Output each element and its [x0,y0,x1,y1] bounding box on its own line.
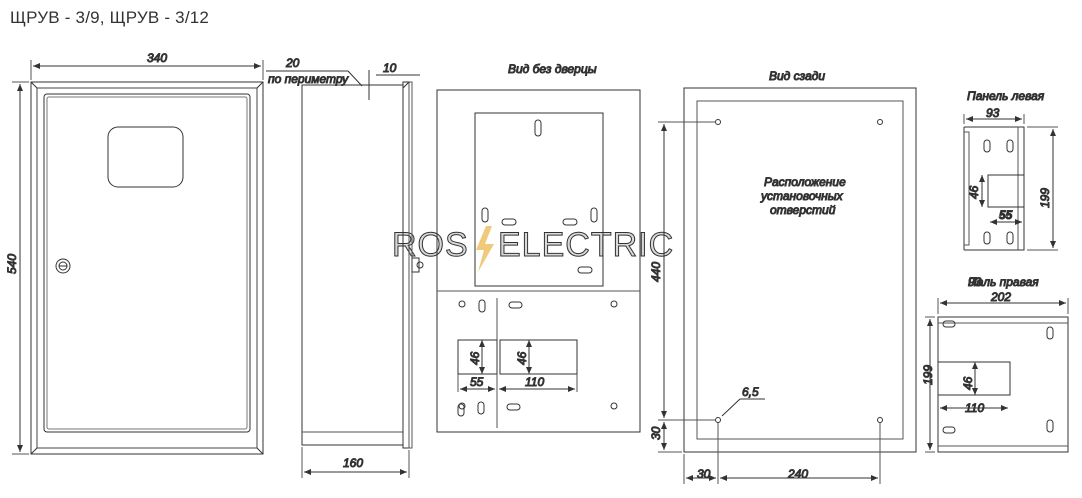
left-panel-width-label: 93 [986,106,1000,120]
back-note-line2: установочных [760,189,844,203]
back-height-label: 440 [649,262,663,282]
mounting-plate [474,112,604,287]
front-view [12,60,264,455]
right-panel-width-label: 202 [990,290,1011,304]
meter-window [107,126,184,188]
no-door-caption: Вид без дверцы [508,62,597,76]
left-panel-height-label: 199 [1038,188,1052,208]
page-title: ЩРУВ - 3/9, ЩРУВ - 3/12 [10,8,210,27]
no-door-view [436,89,641,433]
edge-label: 10 [383,61,397,75]
back-hole-label: 6,5 [742,385,759,399]
watermark-right: ELECTRIC [498,226,674,264]
back-bottom-label: 30 [649,426,663,440]
no-door-46a: 46 [468,351,482,365]
left-panel-cut-w-label: 55 [999,208,1013,222]
lock-icon [55,258,71,274]
perimeter-value-label: 20 [285,56,300,70]
back-left-label: 30 [697,467,711,481]
lightning-icon [476,226,494,272]
back-note-line3: отверстий [770,203,836,217]
back-view [658,87,917,484]
back-width-label: 240 [787,467,808,481]
watermark-left: ROS [392,226,469,264]
no-door-110: 110 [525,375,544,389]
left-panel-caption: Панель левая [967,89,1045,103]
depth-label: 160 [343,456,363,470]
right-panel-height-label: 199 [921,365,935,385]
back-note-line1: Расположение [764,175,846,189]
left-panel-cut-h-label: 46 [967,185,981,199]
right-panel-cut-h-label: 46 [961,376,975,390]
perimeter-text-label: по периметру [268,72,349,86]
no-door-55: 55 [470,375,484,389]
right-panel-cut-w-label: 110 [965,401,984,415]
back-caption: Вид сзади [769,69,825,83]
front-width-label: 340 [147,51,167,65]
lock-side-icon [411,257,420,273]
left-panel-view [963,114,1058,251]
side-view [266,70,424,478]
right-panel-view [925,298,1069,453]
no-door-46b: 46 [515,351,529,365]
right-panel-overlap: 93 [968,275,982,289]
front-height-label: 540 [5,254,19,274]
right-panel-caption: Паль правая [968,275,1039,289]
watermark: ROS ELECTRIC [392,226,674,272]
